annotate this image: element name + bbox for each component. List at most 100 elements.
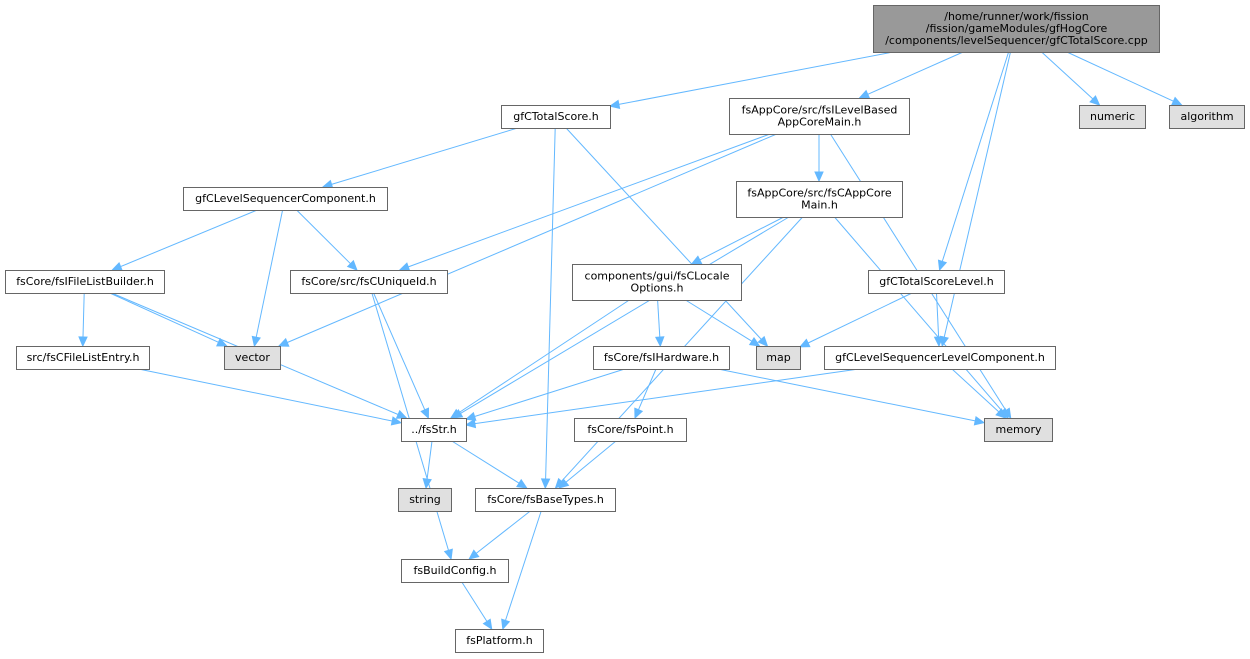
node-box — [16, 346, 150, 370]
node-label-line: algorithm — [1180, 110, 1233, 123]
node-label-line: components/gui/fsCLocale — [585, 270, 730, 283]
edge-fs-str-to-string — [422, 440, 433, 490]
edge-arrowhead — [995, 408, 1007, 419]
node-label-line: Main.h — [801, 199, 838, 212]
edge-arrowhead — [655, 336, 665, 348]
edge-arrowhead — [690, 255, 703, 265]
edge-fs-build-config-to-fs-platform — [461, 581, 493, 631]
node-algorithm: algorithm — [1169, 105, 1245, 129]
edge-arrowhead — [798, 338, 811, 348]
edge-fs-ilevel-based-to-vector — [277, 133, 777, 347]
node-label-line: vector — [235, 351, 270, 364]
edge-line — [943, 51, 1011, 338]
edge-line — [451, 440, 520, 484]
edge-fs-base-types-to-fs-platform — [501, 510, 542, 631]
node-box — [824, 346, 1056, 370]
node-label-line: fsAppCore/src/fsILevelBased — [742, 104, 898, 117]
edge-line — [565, 440, 617, 483]
edge-arrowhead — [516, 478, 528, 489]
node-root[interactable]: /home/runner/work/fission/fission/gameMo… — [873, 5, 1160, 53]
edge-arrowhead — [78, 336, 88, 348]
node-fs-build-config[interactable]: fsBuildConfig.h — [401, 559, 509, 583]
node-fs-cfile-list-entry[interactable]: src/fsCFileListEntry.h — [16, 346, 150, 370]
node-label-line: memory — [996, 423, 1042, 436]
node-fs-platform[interactable]: fsPlatform.h — [455, 629, 544, 653]
edge-arrowhead — [395, 409, 408, 419]
node-label-line: gfCTotalScore.h — [513, 110, 599, 123]
edge-fs-clocale-to-fs-str — [449, 299, 630, 419]
edge-root-to-numeric — [1041, 51, 1101, 106]
node-box — [984, 418, 1053, 442]
edge-gf-ctotal-score-h-to-gf-clevel-seq-comp — [321, 127, 518, 189]
node-fs-ihardware[interactable]: fsCore/fsIHardware.h — [593, 346, 730, 370]
edge-fs-str-to-fs-base-types — [451, 440, 528, 489]
node-label-line: numeric — [1090, 110, 1135, 123]
node-fs-str[interactable]: ../fsStr.h — [401, 418, 467, 442]
node-vector: vector — [224, 346, 281, 370]
edge-line — [1066, 51, 1174, 102]
node-label-line: fsCore/fsBaseTypes.h — [487, 493, 604, 506]
node-box — [398, 488, 452, 512]
edge-fs-cfile-list-entry-to-fs-str — [138, 368, 403, 426]
node-fs-ifile-list-builder[interactable]: fsCore/fsIFileListBuilder.h — [5, 270, 165, 294]
edge-fs-ifile-list-builder-to-fs-cfile-list-entry — [78, 292, 88, 348]
edge-line — [426, 440, 433, 480]
edge-line — [936, 292, 940, 338]
edge-arrowhead — [757, 335, 769, 347]
edge-arrowhead — [937, 259, 948, 272]
edge-fs-ihardware-to-fs-point — [634, 368, 657, 420]
edge-fs-point-to-fs-base-types — [558, 440, 617, 489]
edge-line — [474, 368, 859, 425]
edge-gf-ctotal-score-level-to-gf-clevel-seq-level-comp — [933, 292, 944, 348]
edge-line — [807, 292, 913, 344]
node-label-line: /home/runner/work/fission — [944, 10, 1089, 23]
edge-line — [408, 133, 771, 268]
node-numeric: numeric — [1079, 105, 1146, 129]
node-gf-ctotal-score-h[interactable]: gfCTotalScore.h — [501, 105, 611, 129]
edge-fs-capp-core-main-to-fs-str — [451, 216, 790, 419]
node-gf-ctotal-score-level[interactable]: gfCTotalScoreLevel.h — [868, 270, 1005, 294]
node-box — [183, 187, 388, 211]
edge-line — [82, 292, 85, 338]
node-map: map — [756, 346, 801, 370]
node-label-line: string — [409, 493, 441, 506]
edge-root-to-fs-ilevel-based — [858, 51, 964, 99]
node-box — [756, 346, 801, 370]
node-label-line: ../fsStr.h — [411, 423, 457, 436]
edge-fs-ihardware-to-fs-str — [464, 368, 625, 421]
edge-gf-ctotal-score-h-to-fs-base-types — [540, 127, 556, 490]
node-box — [224, 346, 281, 370]
edge-arrowhead — [464, 411, 477, 421]
edge-arrowhead — [1089, 95, 1101, 106]
edge-fs-ilevel-based-to-fs-cunique-id — [398, 133, 771, 272]
node-box — [593, 346, 730, 370]
node-fs-cunique-id[interactable]: fsCore/src/fsCUniqueId.h — [290, 270, 448, 294]
node-label-line: /components/levelSequencer/gfCTotalScore… — [885, 34, 1148, 47]
node-label-line: map — [766, 351, 790, 364]
edge-line — [331, 127, 518, 185]
edge-gf-clevel-seq-comp-to-vector — [251, 209, 284, 348]
node-fs-point[interactable]: fsCore/fsPoint.h — [574, 418, 687, 442]
node-fs-base-types[interactable]: fsCore/fsBaseTypes.h — [475, 488, 616, 512]
edge-line — [461, 581, 488, 622]
edge-line — [458, 299, 630, 414]
edge-line — [941, 51, 1010, 262]
edge-arrowhead — [398, 262, 411, 272]
edge-line — [109, 292, 219, 343]
edges-layer — [78, 51, 1183, 631]
edge-line — [834, 216, 1003, 412]
node-gf-clevel-seq-comp[interactable]: gfCLevelSequencerComponent.h — [183, 187, 388, 211]
edge-arrowhead — [464, 418, 477, 429]
node-label-line: gfCTotalScoreLevel.h — [879, 275, 994, 288]
edge-line — [287, 133, 777, 343]
edge-line — [460, 216, 790, 414]
edge-arrowhead — [748, 336, 761, 347]
edge-gf-clevel-seq-comp-to-fs-ifile-list-builder — [111, 209, 258, 271]
node-box — [401, 418, 467, 442]
node-gf-clevel-seq-level-comp[interactable]: gfCLevelSequencerLevelComponent.h — [824, 346, 1056, 370]
edge-line — [255, 209, 284, 338]
edge-line — [138, 368, 393, 422]
